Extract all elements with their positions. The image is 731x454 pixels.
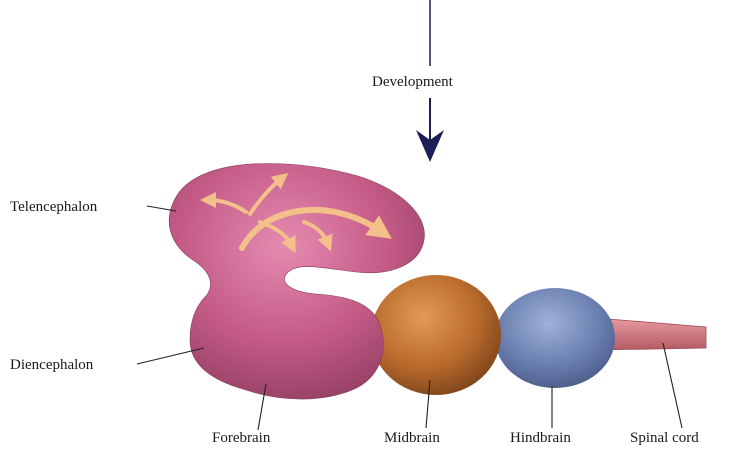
hindbrain-shape [495, 288, 615, 388]
telencephalon-label: Telencephalon [10, 199, 98, 215]
development-label: Development [372, 74, 454, 90]
hindbrain-label: Hindbrain [510, 430, 571, 446]
forebrain-label: Forebrain [212, 430, 271, 446]
spinal-cord-label: Spinal cord [630, 430, 699, 446]
spinal-cord-leader [663, 343, 682, 428]
midbrain-shape [371, 275, 501, 395]
diencephalon-label: Diencephalon [10, 357, 94, 373]
midbrain-label: Midbrain [384, 430, 440, 446]
